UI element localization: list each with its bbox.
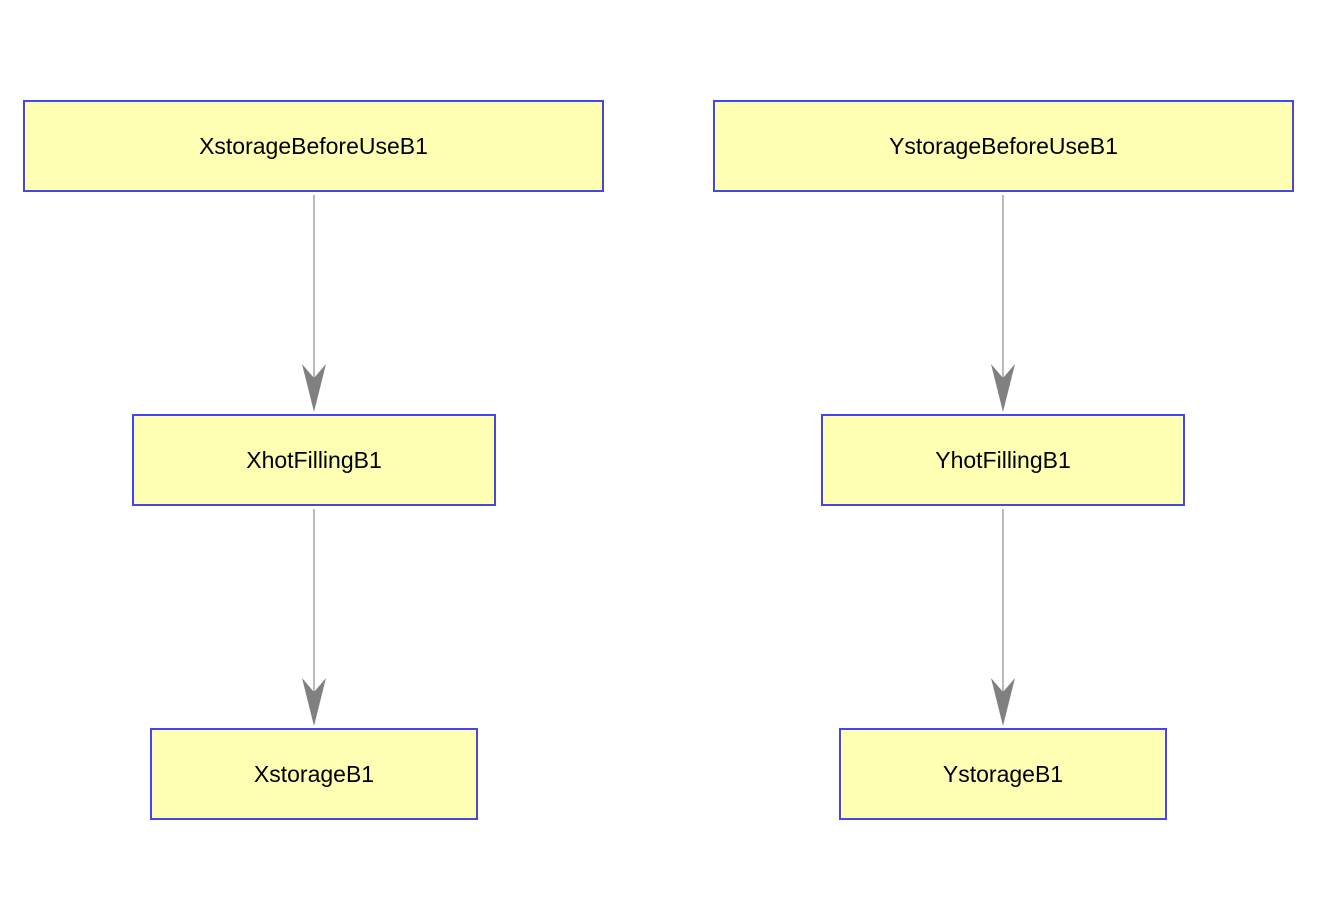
edge-y-hot-to-y-store — [991, 509, 1015, 726]
node-ystorage-before-use-b1: YstorageBeforeUseB1 — [713, 100, 1294, 192]
node-xstorage-before-use-b1: XstorageBeforeUseB1 — [23, 100, 604, 192]
edge-x-hot-to-x-store — [302, 509, 326, 726]
node-xstorage-b1: XstorageB1 — [150, 728, 478, 820]
node-label: XhotFillingB1 — [246, 446, 382, 473]
node-label: YstorageB1 — [942, 760, 1064, 787]
arrowhead-icon — [302, 364, 326, 412]
arrowhead-icon — [302, 678, 326, 726]
node-label: YstorageBeforeUseB1 — [889, 132, 1118, 159]
node-yhot-filling-b1: YhotFillingB1 — [821, 414, 1185, 506]
node-ystorage-b1: YstorageB1 — [839, 728, 1167, 820]
node-label: XstorageBeforeUseB1 — [199, 132, 428, 159]
arrowhead-icon — [991, 678, 1015, 726]
node-label: YhotFillingB1 — [935, 446, 1071, 473]
node-xhot-filling-b1: XhotFillingB1 — [132, 414, 496, 506]
node-label: XstorageB1 — [253, 760, 375, 787]
edge-x-before-to-x-hot — [302, 195, 326, 412]
arrowhead-icon — [991, 364, 1015, 412]
edge-y-before-to-y-hot — [991, 195, 1015, 412]
